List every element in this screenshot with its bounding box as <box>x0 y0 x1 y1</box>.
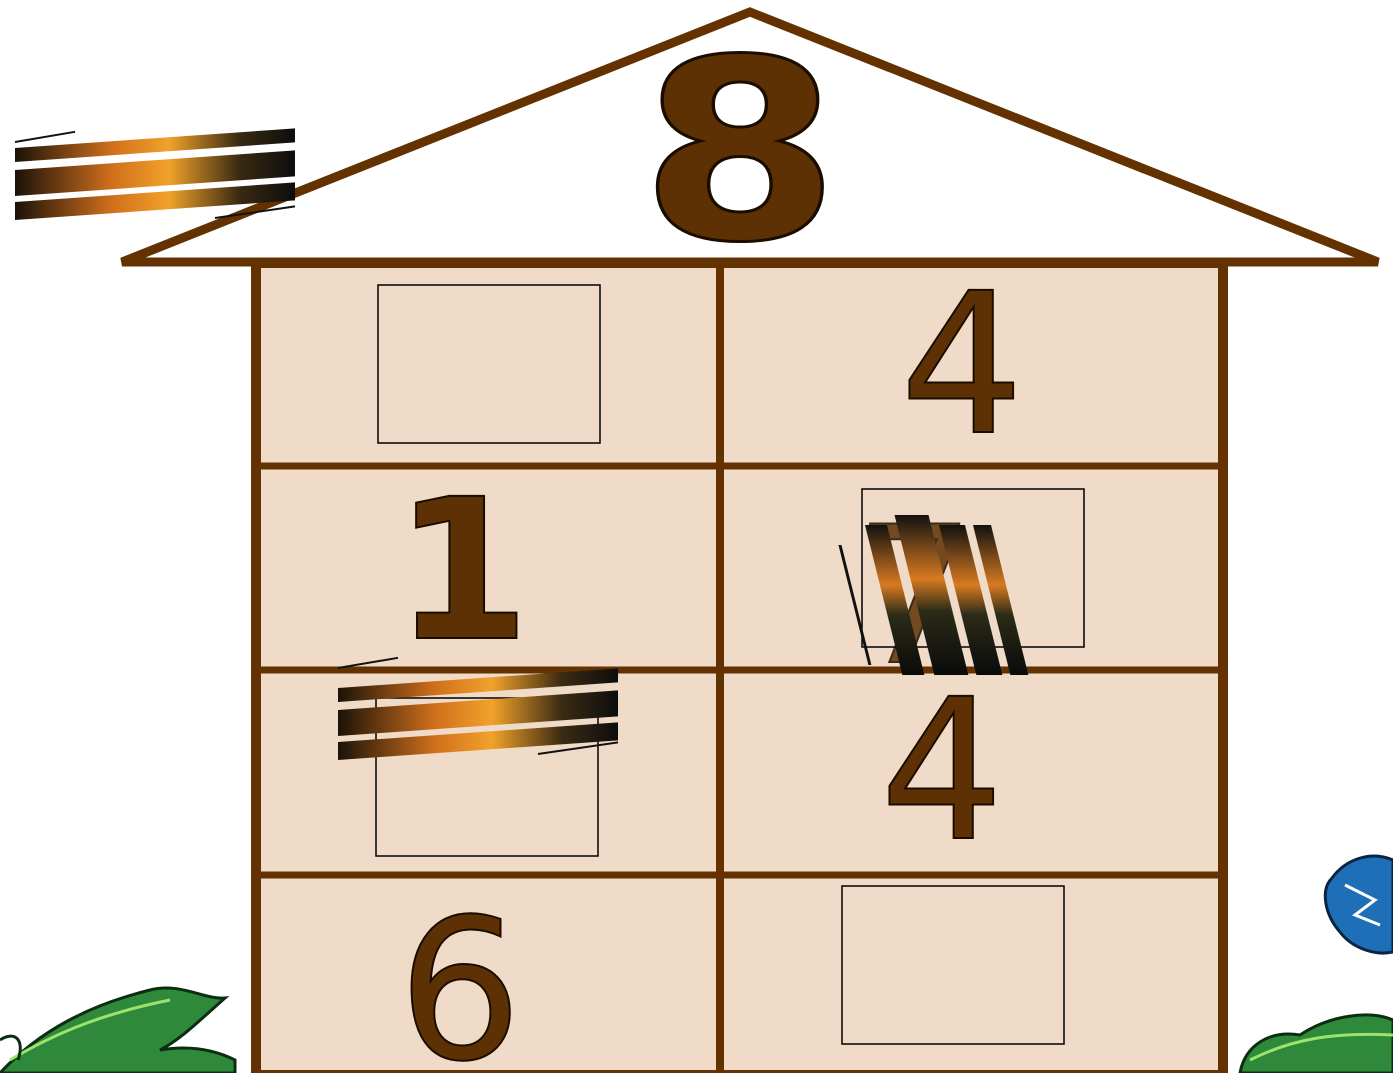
cell-number-row-3-right: 4 <box>880 657 1004 884</box>
cell-number-row-4-left: 6 <box>398 877 522 1073</box>
cell-number-row-2-left: 1 <box>394 457 530 684</box>
bush-left-icon <box>0 988 235 1073</box>
roof-number: 8 <box>640 6 840 297</box>
cell-number-row-1-right: 4 <box>900 251 1024 478</box>
blue-bird-icon <box>1325 856 1393 953</box>
bush-right-icon <box>1240 1015 1393 1073</box>
